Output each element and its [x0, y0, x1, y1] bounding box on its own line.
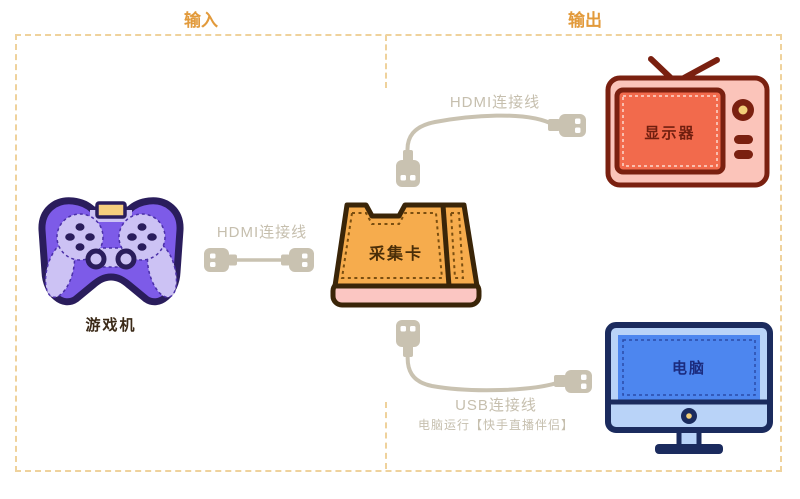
section-divider-bottom	[385, 402, 387, 469]
display-label: 显示器	[644, 125, 696, 142]
output-section-label: 输出	[568, 11, 602, 30]
hdmi-out-cable-icon	[396, 113, 586, 187]
input-section-label: 输入	[184, 11, 218, 30]
hdmi-out-cable-label: HDMI连接线	[449, 94, 541, 111]
usb-cable-label: USB连接线	[455, 397, 537, 414]
console-label: 游戏机	[85, 317, 137, 334]
capture-card-icon	[330, 202, 482, 308]
computer-icon	[605, 322, 773, 454]
hdmi-in-cable-label: HDMI连接线	[216, 224, 308, 241]
usb-cable-note: 电脑运行【快手直播伴侣】	[417, 418, 574, 432]
usb-cable-icon	[396, 320, 592, 393]
hdmi-in-cable-icon	[204, 248, 314, 272]
section-divider-top	[385, 35, 387, 88]
game-console-icon	[38, 197, 184, 306]
display-icon	[605, 56, 770, 188]
capture-card-label: 采集卡	[368, 246, 423, 263]
dashed-frame	[15, 34, 782, 472]
computer-label: 电脑	[671, 360, 706, 377]
